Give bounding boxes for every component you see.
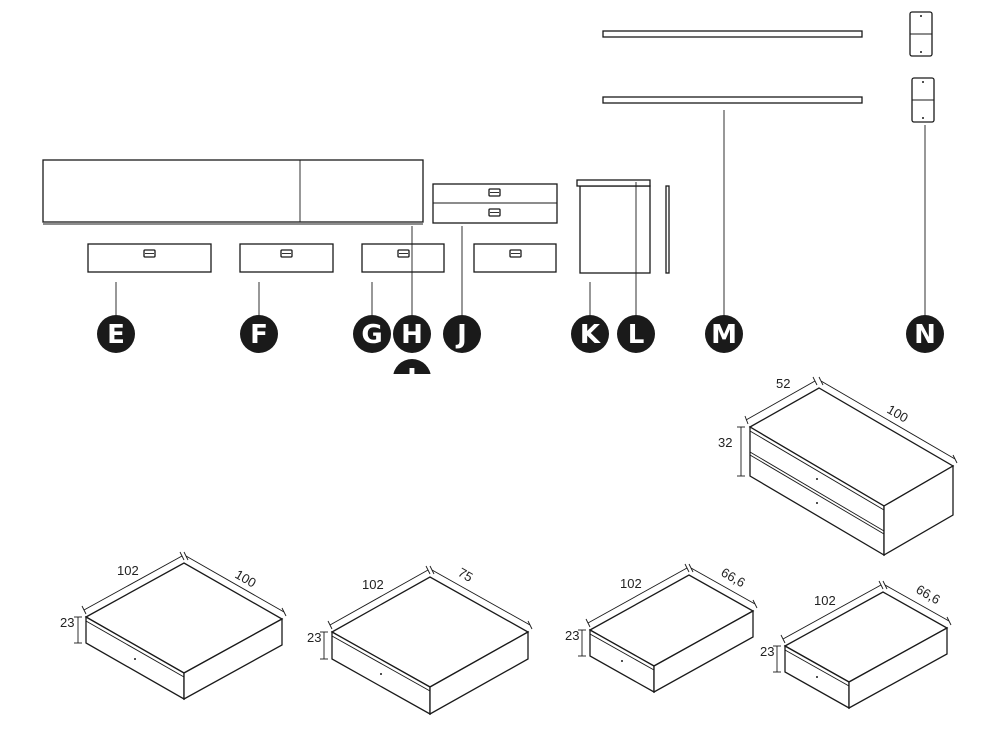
svg-text:75: 75 [456,565,476,585]
badge-j: J [443,315,481,353]
svg-text:F: F [250,320,268,350]
svg-text:23: 23 [307,630,321,645]
badge-k: K [571,315,609,353]
drawer-i [473,243,557,273]
badge-e: E [97,315,135,353]
svg-text:23: 23 [565,628,579,643]
large-drawer-unit-iso: 52 100 32 [718,376,958,557]
svg-text:E: E [107,320,125,350]
svg-text:23: 23 [60,615,74,630]
badge-g: G [353,315,391,353]
badge-m: M [705,315,743,353]
drawer-box-2-iso: 102 75 23 [307,565,533,716]
badge-f: F [240,315,278,353]
svg-text:N: N [914,320,936,350]
drawer-box-4-iso: 102 66,6 23 [760,580,952,710]
svg-text:J: J [455,320,467,350]
svg-text:52: 52 [776,376,790,391]
svg-text:I: I [407,364,417,394]
svg-text:100: 100 [233,567,259,591]
drawer-box-1-iso: 102 100 23 [60,551,287,701]
svg-text:102: 102 [117,563,139,578]
svg-text:102: 102 [362,577,384,592]
svg-text:100: 100 [885,402,911,426]
svg-text:102: 102 [620,576,642,591]
badge-i: I [393,359,431,394]
drawer-box-3-iso: 102 66,6 23 [565,563,758,694]
brackets-n [909,11,935,123]
leader-lines [115,110,926,315]
drawer-e [87,243,212,273]
cabinet-h [42,159,424,225]
drawer-f [239,243,334,273]
badge-h: H [393,315,431,353]
badge-n: N [906,315,944,353]
svg-text:L: L [628,320,645,350]
side-unit-k [576,179,651,274]
svg-text:G: G [361,320,382,350]
svg-text:K: K [580,320,601,350]
shelves-m [602,30,863,104]
drawer-g [361,243,445,273]
svg-text:32: 32 [718,435,732,450]
svg-text:102: 102 [814,593,836,608]
badge-l: L [617,315,655,353]
side-panel-l [665,185,670,274]
drawer-unit-j [432,183,558,224]
svg-text:H: H [401,320,423,350]
svg-text:23: 23 [760,644,774,659]
svg-text:M: M [711,320,737,350]
